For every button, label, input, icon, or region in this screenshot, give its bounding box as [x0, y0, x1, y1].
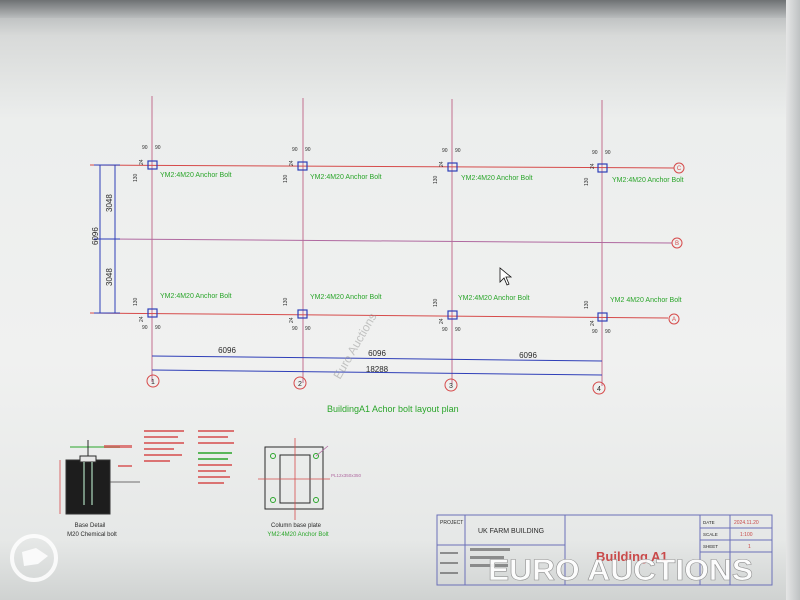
- svg-text:24: 24: [139, 159, 145, 165]
- bolt-label-a4: YM2 4M20 Anchor Bolt: [610, 297, 682, 304]
- grid-line-row-b: [107, 238, 673, 244]
- row-bubble-c: [673, 162, 685, 174]
- svg-text:90: 90: [455, 327, 461, 333]
- euro-auctions-logo: [10, 534, 58, 582]
- svg-text:90: 90: [155, 325, 161, 331]
- tb-date-label: DATE: [703, 520, 715, 525]
- dim-half-vertical-bottom: 3048: [105, 268, 114, 286]
- svg-text:90: 90: [292, 147, 298, 153]
- tb-project-name: UK FARM BUILDING: [478, 528, 544, 535]
- svg-text:130: 130: [133, 297, 139, 306]
- dim-total-vertical: 6096: [91, 227, 100, 245]
- column-plate-title: Column base plate: [271, 523, 322, 529]
- grid-line-row-c: [89, 164, 675, 169]
- svg-text:90: 90: [292, 326, 298, 332]
- bolt-label-c1: YM2:4M20 Anchor Bolt: [160, 172, 232, 179]
- svg-text:130: 130: [433, 175, 439, 184]
- svg-text:90: 90: [605, 150, 611, 156]
- base-detail-subtitle: M20 Chemical bolt: [67, 532, 117, 538]
- tb-scale-value: 1:100: [740, 532, 753, 538]
- dim-total: 18288: [366, 365, 389, 374]
- grid-rows: [89, 164, 675, 319]
- svg-text:130: 130: [133, 173, 139, 182]
- spec-notes: [144, 430, 234, 484]
- mouse-cursor-icon: [499, 267, 513, 286]
- tb-sheet-label: SHEET: [703, 544, 718, 549]
- svg-text:90: 90: [592, 150, 598, 156]
- tb-drawing-title: Building A1: [596, 549, 668, 564]
- dim-bay-3: 6096: [519, 351, 537, 360]
- bolt-label-c2: YM2:4M20 Anchor Bolt: [310, 174, 382, 181]
- row-bubbles: [668, 162, 685, 325]
- vertical-dimensions: [94, 164, 120, 314]
- svg-text:24: 24: [439, 161, 445, 167]
- svg-text:90: 90: [155, 145, 161, 151]
- svg-text:130: 130: [283, 297, 289, 306]
- col-bubbles: [146, 374, 606, 395]
- col-bubble-3: [444, 378, 458, 392]
- svg-text:90: 90: [605, 329, 611, 335]
- svg-text:24: 24: [590, 163, 596, 169]
- bolt-markers-top: [147, 160, 608, 322]
- svg-text:24: 24: [289, 160, 295, 166]
- base-detail-drawing: [59, 440, 140, 515]
- svg-text:90: 90: [305, 326, 311, 332]
- horizontal-dimensions: [151, 355, 603, 376]
- row-label-a: A: [672, 317, 676, 323]
- svg-text:90: 90: [442, 327, 448, 333]
- monitor-bezel: [0, 0, 800, 18]
- svg-text:24: 24: [289, 317, 295, 323]
- svg-text:90: 90: [142, 325, 148, 331]
- bolt-label-a1: YM2:4M20 Anchor Bolt: [160, 293, 232, 300]
- col-label-1: 1: [151, 379, 155, 386]
- svg-text:130: 130: [433, 298, 439, 307]
- title-block: [436, 514, 773, 586]
- svg-text:90: 90: [442, 148, 448, 154]
- col-bubble-1: [146, 374, 160, 388]
- col-bubble-2: [293, 376, 307, 390]
- base-detail-title: Base Detail: [75, 523, 106, 529]
- bolt-label-c3: YM2:4M20 Anchor Bolt: [461, 175, 533, 182]
- tb-sheet-value: 1: [748, 544, 751, 550]
- svg-text:90: 90: [305, 147, 311, 153]
- svg-text:90: 90: [592, 329, 598, 335]
- dim-half-vertical-top: 3048: [105, 194, 114, 212]
- svg-text:130: 130: [584, 300, 590, 309]
- dim-line-total: [151, 369, 603, 376]
- watermark-brand: EURO AUCTIONS: [488, 554, 753, 587]
- dim-bay-1: 6096: [218, 346, 236, 355]
- svg-text:130: 130: [584, 177, 590, 186]
- row-bubble-b: [671, 237, 683, 249]
- plan-caption: BuildingA1 Achor bolt layout plan: [327, 404, 459, 414]
- svg-text:90: 90: [455, 148, 461, 154]
- row-bubble-a: [668, 313, 680, 325]
- monitor-edge: [786, 0, 800, 600]
- svg-text:24: 24: [439, 318, 445, 324]
- grid-line-row-a: [89, 312, 669, 319]
- row-label-c: C: [677, 166, 682, 172]
- tb-project-label: PROJECT: [440, 520, 463, 526]
- col-bubble-4: [592, 381, 606, 395]
- svg-text:130: 130: [283, 174, 289, 183]
- bolt-label-a2: YM2:4M20 Anchor Bolt: [310, 294, 382, 301]
- col-label-2: 2: [298, 381, 302, 388]
- bolt-label-a3: YM2:4M20 Anchor Bolt: [458, 295, 530, 302]
- tb-date-value: 2024.11.20: [734, 520, 759, 526]
- plate-callout: PL12x350x350: [331, 473, 362, 478]
- col-label-4: 4: [597, 386, 601, 393]
- dim-bay-2: 6096: [368, 349, 386, 358]
- col-label-3: 3: [449, 383, 453, 390]
- bolt-label-c4: YM2:4M20 Anchor Bolt: [612, 177, 684, 184]
- svg-text:24: 24: [590, 320, 596, 326]
- column-base-plate-drawing: [258, 438, 330, 520]
- tb-scale-label: SCALE: [703, 532, 718, 537]
- svg-text:90: 90: [142, 145, 148, 151]
- dim-line-bays: [151, 355, 603, 362]
- column-plate-subtitle: YM2:4M20 Anchor Bolt: [267, 532, 329, 538]
- row-label-b: B: [675, 241, 679, 247]
- svg-text:24: 24: [139, 316, 145, 322]
- tb-illegible-marks: [440, 548, 510, 574]
